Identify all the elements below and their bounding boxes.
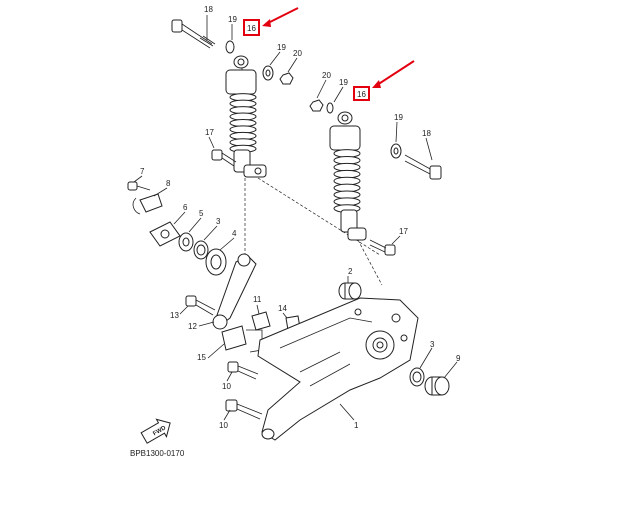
callout-19-right: 19 bbox=[394, 113, 403, 122]
callout-2: 2 bbox=[348, 267, 353, 276]
swingarm bbox=[257, 297, 419, 441]
callout-1: 1 bbox=[354, 421, 359, 430]
bolt-10-lower bbox=[225, 399, 263, 420]
callout-14: 14 bbox=[278, 304, 287, 313]
callout-15: 15 bbox=[197, 353, 206, 362]
callout-6: 6 bbox=[183, 203, 188, 212]
callout-18-right: 18 bbox=[422, 129, 431, 138]
bearing-4 bbox=[205, 248, 227, 276]
callout-3-right: 3 bbox=[430, 340, 435, 349]
callout-12: 12 bbox=[188, 322, 197, 331]
bolt-7 bbox=[127, 181, 151, 191]
callout-10-upper: 10 bbox=[222, 382, 231, 391]
washer-19-right-top bbox=[326, 102, 334, 114]
callout-4: 4 bbox=[232, 229, 237, 238]
nut-20-left bbox=[279, 72, 294, 85]
bolt-17-right bbox=[369, 239, 396, 256]
collar-9 bbox=[424, 376, 450, 396]
sensor-8 bbox=[132, 193, 163, 215]
callout-17-right: 17 bbox=[399, 227, 408, 236]
callout-5: 5 bbox=[199, 209, 204, 218]
callout-16-left: 16 bbox=[247, 24, 256, 33]
callout-20-left: 20 bbox=[293, 49, 302, 58]
seal-3-right bbox=[409, 367, 425, 387]
washer-19-top-left bbox=[225, 40, 235, 54]
bolt-13 bbox=[185, 295, 216, 316]
bolt-10-upper bbox=[227, 361, 259, 380]
callout-9: 9 bbox=[456, 354, 461, 363]
callout-10-lower: 10 bbox=[219, 421, 228, 430]
nut-20-right bbox=[309, 99, 324, 112]
seal-3-left bbox=[193, 240, 209, 260]
highlight-16-left bbox=[243, 7, 299, 36]
collar-5 bbox=[178, 232, 194, 252]
clamp-11 bbox=[251, 311, 271, 331]
diagram-code: BPB1300-0170 bbox=[130, 449, 185, 458]
callout-8: 8 bbox=[166, 179, 171, 188]
callout-18-left: 18 bbox=[204, 5, 213, 14]
callout-3-left: 3 bbox=[216, 217, 221, 226]
bolt-18-right bbox=[404, 154, 442, 180]
callout-17-left: 17 bbox=[205, 128, 214, 137]
callout-16-right: 16 bbox=[357, 90, 366, 99]
bolt-18-left bbox=[171, 19, 216, 49]
callout-11: 11 bbox=[253, 295, 262, 304]
holder-15 bbox=[221, 325, 263, 353]
bracket-6 bbox=[149, 221, 181, 247]
callout-19-right-top: 19 bbox=[339, 78, 348, 87]
highlight-16-right bbox=[353, 60, 415, 101]
leader-lines bbox=[133, 15, 458, 421]
callout-7: 7 bbox=[140, 167, 145, 176]
collar-2 bbox=[338, 282, 362, 300]
right-shock-absorber bbox=[329, 111, 383, 286]
fwd-arrow-icon: FWD bbox=[140, 418, 171, 444]
callout-labels: 18 19 16 19 20 20 19 16 19 18 17 17 7 8 … bbox=[140, 5, 461, 430]
bolt-17-left bbox=[211, 149, 237, 167]
callout-20-right: 20 bbox=[322, 71, 331, 80]
relay-arm bbox=[212, 253, 257, 330]
callout-19-top-left: 19 bbox=[228, 15, 237, 24]
washer-19-left bbox=[262, 65, 274, 81]
callout-13: 13 bbox=[170, 311, 179, 320]
callout-19-left: 19 bbox=[277, 43, 286, 52]
washer-19-right bbox=[390, 143, 402, 159]
